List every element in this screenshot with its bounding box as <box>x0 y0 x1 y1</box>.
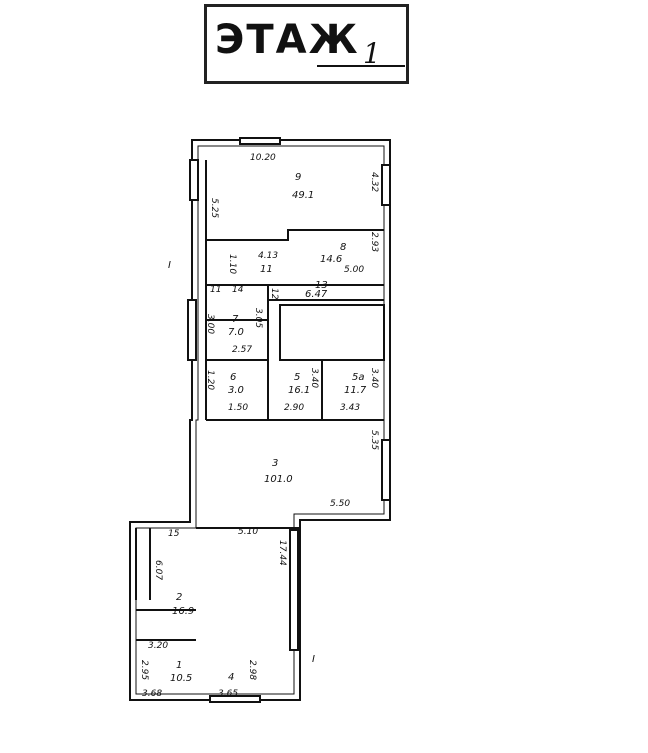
section-marker-right: I <box>312 654 315 665</box>
room-9-number: 9 <box>295 172 301 183</box>
dim-1744: 17.44 <box>277 540 287 566</box>
section-marker-left: I <box>168 260 171 271</box>
dim-15: 15 <box>168 529 180 539</box>
room-9-area: 49.1 <box>292 190 314 201</box>
room-7-number: 7 <box>232 314 239 325</box>
room-13-area: 6.47 <box>305 289 328 300</box>
dim-320: 3.20 <box>148 641 168 651</box>
room-3-number: 3 <box>272 458 278 469</box>
dim-368: 3.68 <box>142 689 162 699</box>
dim-305: 3.05 <box>253 308 263 328</box>
walls <box>129 137 391 703</box>
dim-120: 1.20 <box>205 370 215 390</box>
room-7-area: 7.0 <box>228 327 244 338</box>
wall-5 <box>206 360 384 421</box>
room-8-area: 14.6 <box>320 254 342 265</box>
wall-9-bottom <box>205 160 384 241</box>
floor-stamp: ЭТАЖ 1 <box>204 4 409 84</box>
dim-11: 11 <box>210 285 221 295</box>
dim-293: 2.93 <box>369 232 379 252</box>
dim-290: 2.90 <box>284 403 304 413</box>
dim-298: 2.98 <box>247 660 257 680</box>
dim-343: 3.43 <box>340 403 360 413</box>
dim-top-width: 10.20 <box>250 153 276 163</box>
room-3-area: 101.0 <box>264 474 293 485</box>
dim-14: 14 <box>232 285 244 295</box>
dim-550: 5.50 <box>330 499 350 509</box>
room-2-number: 2 <box>176 592 182 603</box>
outer-wall <box>129 139 391 701</box>
dim-295: 2.95 <box>139 660 149 680</box>
dim-12: 12 <box>269 288 279 300</box>
room-6-number: 6 <box>230 372 236 383</box>
room-1-number: 1 <box>176 660 182 671</box>
room-2-area: 16.9 <box>172 606 194 617</box>
room-13-number: 13 <box>315 280 328 291</box>
dim-510: 5.10 <box>238 527 258 537</box>
window-left-2 <box>187 299 197 361</box>
dim-300: 3.00 <box>205 314 215 334</box>
room-5a-area: 11.7 <box>344 385 367 396</box>
window-right <box>381 164 391 206</box>
dim-413: 4.13 <box>258 251 278 261</box>
dimension-labels: 10.20 5.25 4.32 4.13 1.10 2.93 5.00 11 1… <box>139 153 379 699</box>
dim-110: 1.10 <box>227 254 237 274</box>
room-6-area: 3.0 <box>228 385 244 396</box>
room-8-number: 8 <box>340 242 346 253</box>
dim-365: 3.65 <box>218 689 238 699</box>
room-labels: 9 49.1 8 14.6 11 13 6.47 7 7.0 6 3.0 5 1… <box>170 172 367 684</box>
dim-535: 5.35 <box>369 430 379 450</box>
room-10-area: 11 <box>260 264 273 275</box>
window-bottom <box>209 695 261 703</box>
room-5-number: 5 <box>294 372 300 383</box>
window-left <box>189 159 199 201</box>
floor-underline <box>317 65 405 67</box>
wall-stairs <box>135 528 196 641</box>
dim-150: 1.50 <box>228 403 248 413</box>
room-1-area: 10.5 <box>170 673 192 684</box>
room-4-number: 4 <box>228 672 234 683</box>
room-5-area: 16.1 <box>288 385 310 396</box>
window-right-3 <box>289 529 299 651</box>
floor-number: 1 <box>363 37 381 70</box>
outer-wall-inner <box>135 145 385 695</box>
wall-service <box>205 240 385 420</box>
window-top <box>239 137 281 145</box>
dim-right-9: 4.32 <box>369 172 379 192</box>
dim-607: 6.07 <box>153 560 163 580</box>
dim-340b: 3.40 <box>369 368 379 388</box>
dim-257: 2.57 <box>232 345 252 355</box>
room-5a-number: 5a <box>352 372 365 383</box>
dim-left-9: 5.25 <box>209 198 219 218</box>
dim-500: 5.00 <box>344 265 364 275</box>
window-right-2 <box>381 439 391 501</box>
floor-label: ЭТАЖ <box>215 17 360 63</box>
dim-340a: 3.40 <box>309 368 319 388</box>
